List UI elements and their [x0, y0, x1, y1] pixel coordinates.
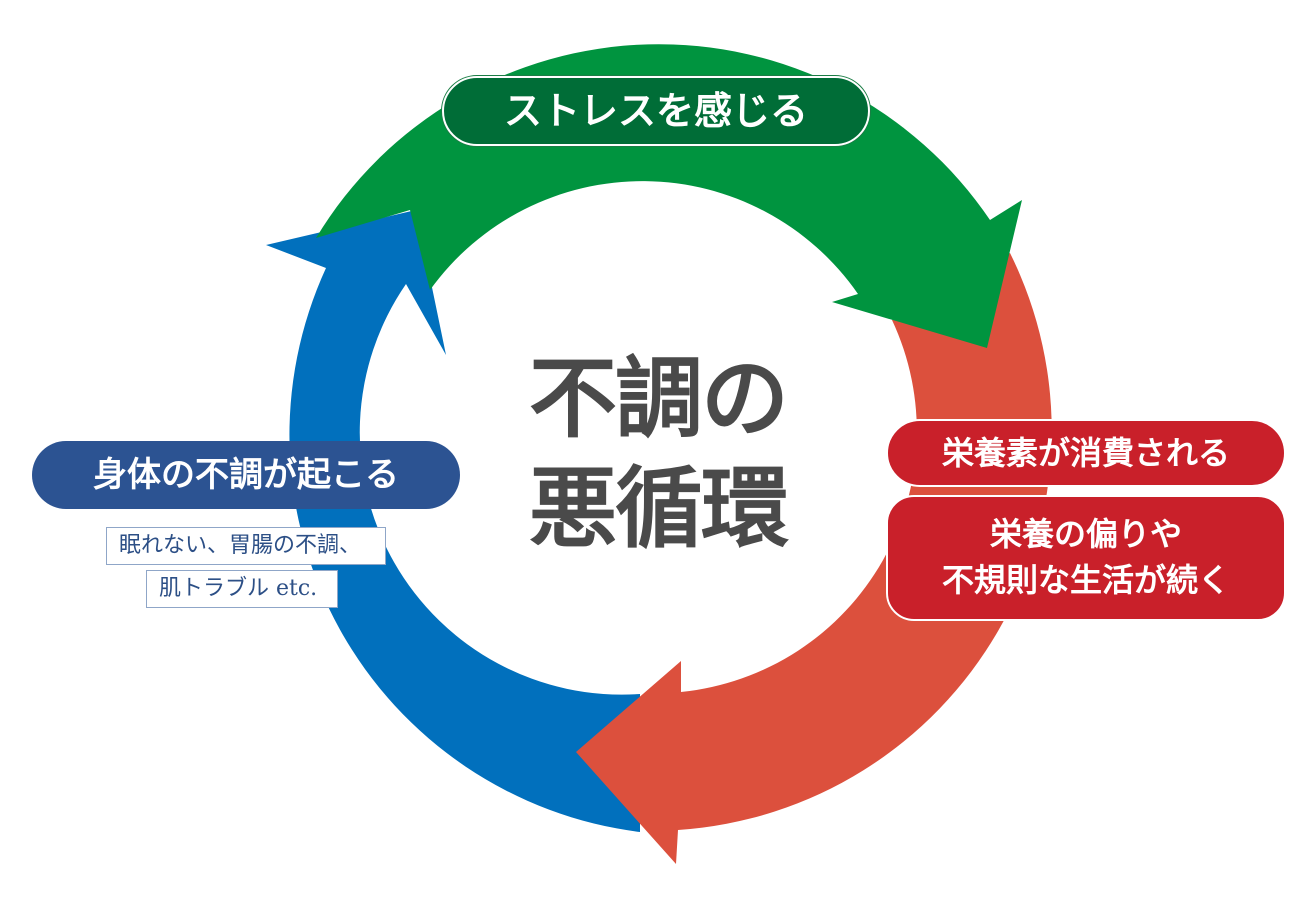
stress-label: ストレスを感じる	[442, 76, 870, 146]
example-note-line1: 眠れない、胃腸の不調、	[106, 527, 386, 565]
blue-arrow	[266, 210, 640, 832]
example-note-line2: 肌トラブル etc.	[146, 570, 338, 608]
red-arrow	[576, 253, 1052, 864]
body-trouble-label: 身体の不調が起こる	[32, 441, 460, 509]
center-title-line1: 不調の	[528, 346, 789, 450]
irregular-life-label: 栄養の偏りや 不規則な生活が続く	[886, 495, 1286, 621]
irregular-life-line2: 不規則な生活が続く	[941, 561, 1230, 599]
nutrient-consumed-label: 栄養素が消費される	[886, 419, 1286, 487]
center-title-line2: 悪循環	[528, 456, 789, 560]
irregular-life-line1: 栄養の偏りや	[989, 515, 1182, 553]
